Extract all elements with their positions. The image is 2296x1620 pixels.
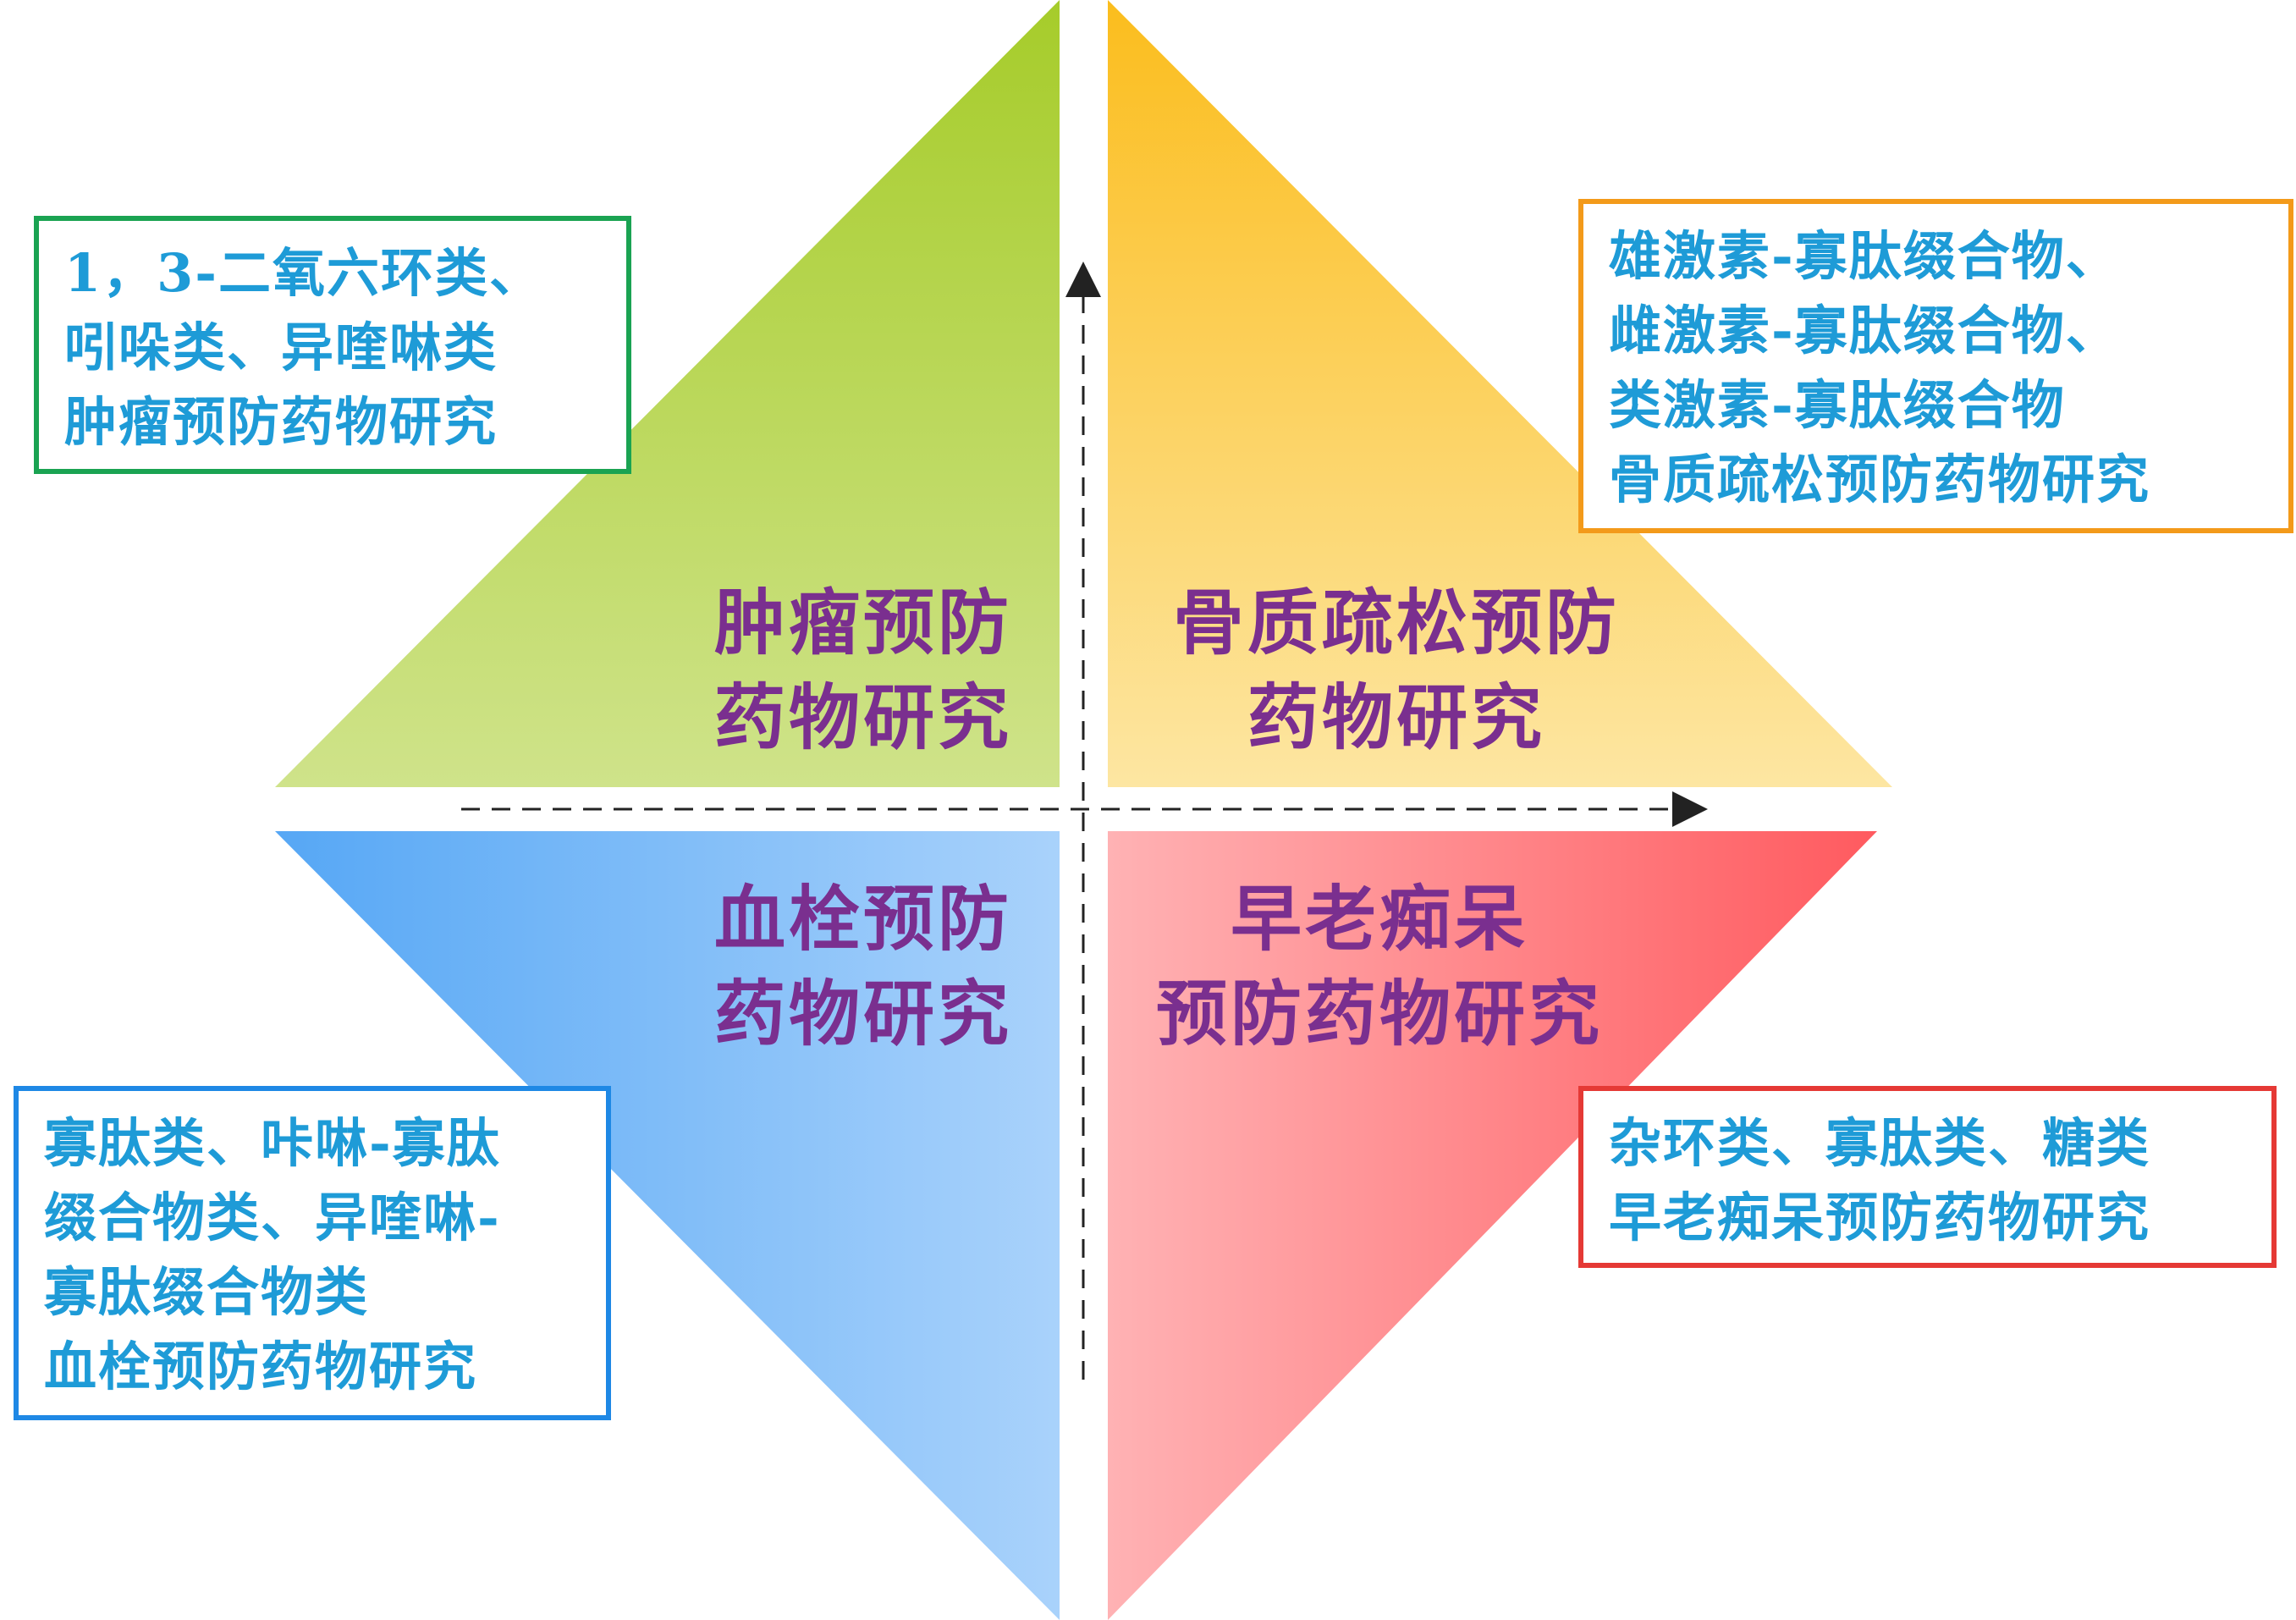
note-box-dementia: 杂环类、寡肽类、糖类 早老痴呆预防药物研究 [1578, 1086, 2277, 1268]
note-box-osteoporosis: 雄激素-寡肽缀合物、 雌激素-寡肽缀合物、 类激素-寡肽缀合物 骨质疏松预防药物… [1578, 199, 2293, 533]
label-thrombosis-prevention: 血栓预防 药物研究 [713, 877, 1012, 1055]
label-osteoporosis-prevention: 骨质疏松预防 药物研究 [1172, 581, 1620, 759]
quadrant-bottom-right-triangle [1108, 831, 1877, 1620]
quadrant-top-right-triangle [1108, 0, 1892, 787]
quadrant-bottom-left-triangle [275, 831, 1060, 1620]
label-dementia-prevention: 早老痴呆 预防药物研究 [1155, 877, 1603, 1055]
quadrant-top-left-triangle [275, 0, 1060, 787]
label-tumor-prevention: 肿瘤预防 药物研究 [713, 581, 1012, 759]
note-box-tumor: 1，3-二氧六环类、 吲哚类、异喹啉类 肿瘤预防药物研究 [34, 216, 631, 474]
note-box-thrombosis: 寡肽类、咔啉-寡肽 缀合物类、异喹啉- 寡肽缀合物类 血栓预防药物研究 [14, 1086, 611, 1420]
